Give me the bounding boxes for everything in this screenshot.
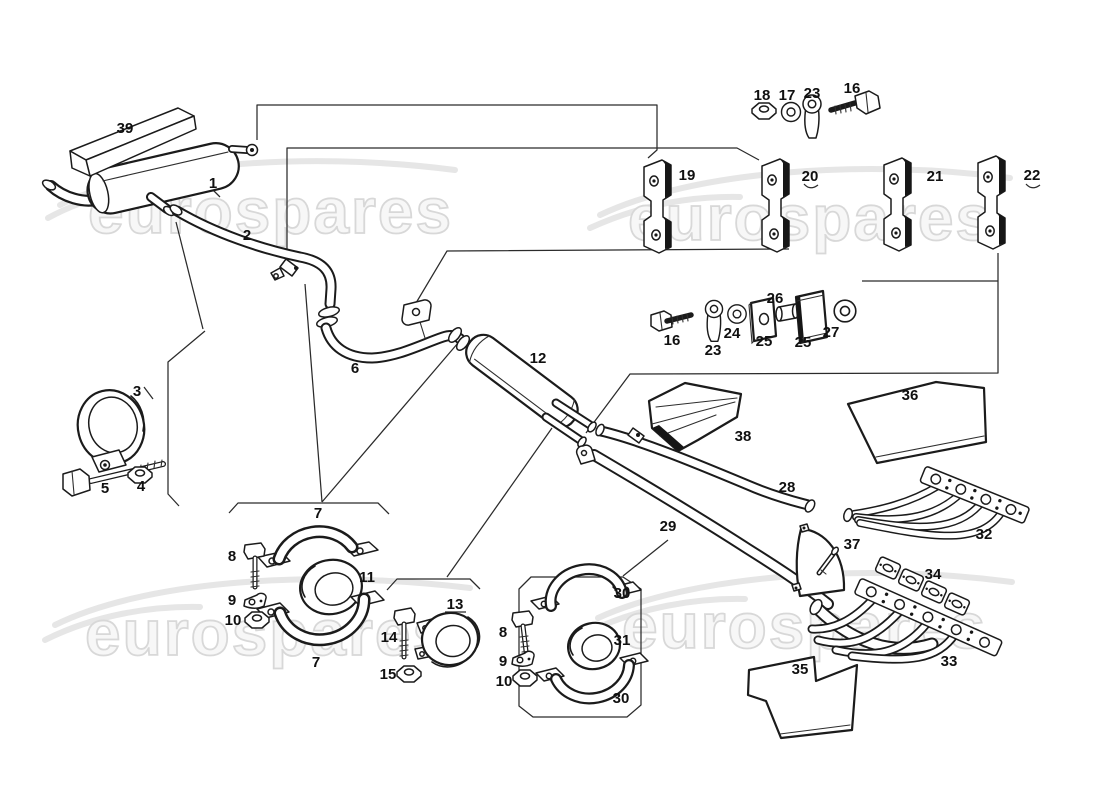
part-label-17-4: 17 [779, 87, 796, 104]
part-label-19-7: 19 [679, 167, 696, 184]
part-label-30-44: 30 [614, 585, 631, 602]
watermark-text: eurospares [628, 182, 993, 254]
resonator-12 [465, 333, 597, 448]
part-label-27-17: 27 [823, 324, 840, 341]
part-label-33-30: 33 [941, 653, 958, 670]
pipe-clip [279, 258, 299, 277]
part-label-34-29: 34 [925, 566, 942, 583]
part-label-8-33: 8 [228, 548, 236, 565]
hardware-row-top [751, 90, 881, 139]
part-label-18-3: 18 [754, 87, 771, 104]
heat-shield-38 [647, 381, 743, 453]
part-label-10-35: 10 [225, 612, 242, 629]
part-label-24-13: 24 [724, 325, 741, 342]
part-label-23-5: 23 [804, 85, 821, 102]
part-label-9-42: 9 [499, 653, 507, 670]
part-label-9-34: 9 [228, 592, 236, 609]
part-label-29-26: 29 [660, 518, 677, 535]
pipe-2 [169, 204, 340, 328]
rear-silencer [41, 107, 259, 217]
heat-shield-36 [846, 380, 988, 465]
part-label-7-37: 7 [312, 654, 320, 671]
part-label-32-27: 32 [976, 526, 993, 543]
part-label-26-15: 26 [767, 290, 784, 307]
part-label-25-16: 25 [795, 334, 812, 351]
part-label-30-46: 30 [613, 690, 630, 707]
watermark-top-right: eurospares [587, 166, 1013, 255]
part-label-20-8: 20 [802, 168, 819, 185]
gaskets-34 [874, 556, 971, 616]
parts-art [41, 90, 1030, 740]
clamp-group-13 [393, 607, 481, 683]
part-label-35-31: 35 [792, 661, 809, 678]
part-label-38-23: 38 [735, 428, 752, 445]
part-label-3-18: 3 [133, 383, 141, 400]
part-label-7-32: 7 [314, 505, 322, 522]
clamp-group-30 [511, 563, 649, 705]
part-label-2-2: 2 [243, 227, 251, 244]
part-label-1-1: 1 [209, 175, 217, 192]
part-label-4-20: 4 [137, 478, 146, 495]
clamp-group-3 [62, 389, 166, 497]
part-label-31-45: 31 [614, 632, 631, 649]
pipe-28 [595, 423, 816, 513]
manifold-33-collector [809, 598, 939, 655]
part-label-23-12: 23 [705, 342, 722, 359]
leader-lines [143, 99, 1041, 718]
part-label-11-36: 11 [359, 569, 375, 586]
part-label-10-43: 10 [496, 673, 513, 690]
part-label-12-22: 12 [530, 350, 547, 367]
part-label-36-24: 36 [902, 387, 919, 404]
pipe-6 [320, 299, 471, 364]
part-label-6-21: 6 [351, 360, 359, 377]
clamp-group-7 [243, 525, 385, 647]
part-label-13-38: 13 [447, 596, 464, 613]
part-label-16-6: 16 [844, 80, 861, 97]
part-label-14-39: 14 [381, 629, 398, 646]
manifold-32 [843, 466, 1030, 540]
part-label-16-11: 16 [664, 332, 681, 349]
part-label-8-41: 8 [499, 624, 507, 641]
part-label-15-40: 15 [380, 666, 397, 683]
manifold-33 [807, 556, 1003, 664]
heat-shield-35 [746, 655, 859, 740]
part-label-22-10: 22 [1024, 167, 1041, 184]
watermark-bottom-left: eurospares [42, 576, 473, 670]
part-label-39-0: 39 [117, 120, 134, 137]
watermark-text: eurospares [85, 597, 450, 669]
hardware-row-mid [650, 289, 857, 345]
part-label-25-14: 25 [756, 333, 773, 350]
part-label-21-9: 21 [927, 168, 944, 185]
part-label-37-28: 37 [844, 536, 861, 553]
part-label-5-19: 5 [101, 480, 109, 497]
part-label-28-25: 28 [779, 479, 796, 496]
bracket-shield-37 [791, 523, 846, 598]
